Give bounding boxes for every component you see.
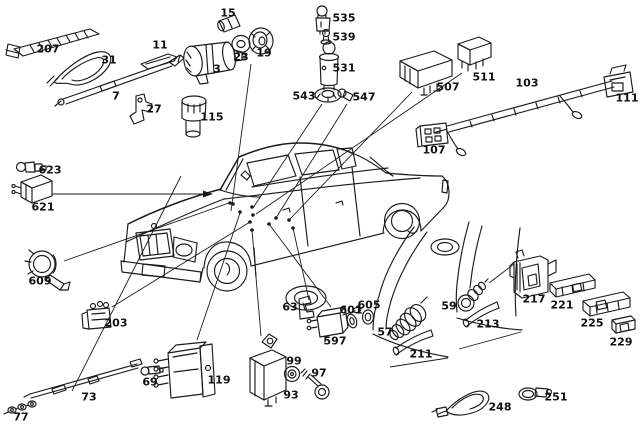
part-label-531: 531 (332, 61, 356, 75)
part-label-507: 507 (436, 80, 460, 94)
part-203-drawing (81, 300, 112, 330)
part-601-drawing (346, 313, 358, 329)
part-23-drawing (231, 34, 251, 54)
part-label-57: 57 (377, 325, 393, 339)
part-label-7: 7 (112, 89, 120, 103)
part-213-drawing (462, 301, 500, 328)
part-label-3: 3 (213, 62, 221, 76)
part-label-539: 539 (332, 30, 356, 44)
part-99-drawing (283, 365, 301, 383)
part-221-drawing (549, 273, 596, 298)
part-label-103: 103 (515, 76, 539, 90)
part-label-609: 609 (28, 274, 52, 288)
part-609-drawing (24, 249, 71, 291)
part-label-63: 63 (282, 300, 298, 314)
car-drawing (120, 142, 460, 311)
part-11-drawing (140, 53, 178, 70)
part-label-69: 69 (142, 375, 158, 389)
part-57-drawing (389, 296, 428, 341)
part-543-drawing (314, 87, 342, 103)
part-label-213: 213 (476, 317, 500, 331)
part-label-111: 111 (615, 91, 639, 105)
pillar-sketch-left (372, 226, 449, 358)
part-label-59: 59 (441, 299, 457, 313)
part-label-511: 511 (472, 70, 496, 84)
part-label-31: 31 (101, 53, 117, 67)
part-107-connector-drawing (415, 122, 449, 148)
part-531-drawing (318, 41, 340, 91)
part-label-543: 543 (292, 89, 316, 103)
part-119-drawing (153, 341, 216, 399)
part-63-drawing (298, 295, 315, 320)
part-217-drawing (509, 249, 557, 299)
part-label-97: 97 (311, 366, 327, 380)
part-label-11: 11 (152, 38, 168, 52)
part-59-drawing (457, 278, 489, 312)
part-207-drawing (5, 28, 100, 59)
part-621-drawing (11, 174, 53, 204)
part-label-535: 535 (332, 11, 356, 25)
part-label-623: 623 (38, 163, 62, 177)
part-label-547: 547 (352, 90, 376, 104)
part-label-221: 221 (550, 298, 574, 312)
part-93-drawing (249, 333, 287, 407)
part-211-drawing (392, 329, 434, 356)
part-label-229: 229 (609, 335, 633, 349)
part-251-drawing (518, 387, 553, 401)
part-label-119: 119 (207, 373, 231, 387)
part-77-drawing (3, 400, 37, 415)
part-507-drawing (399, 50, 453, 96)
part-19-drawing (248, 27, 274, 55)
part-label-99: 99 (286, 354, 302, 368)
part-label-251: 251 (544, 390, 568, 404)
leader-lines (52, 63, 522, 392)
part-label-211: 211 (409, 347, 433, 361)
callout-dots (228, 201, 295, 232)
part-27-drawing (129, 93, 153, 125)
part-511-drawing (457, 36, 492, 72)
part-547-drawing (337, 88, 354, 102)
part-label-597: 597 (323, 334, 347, 348)
part-97-drawing (300, 368, 330, 400)
part-label-601: 601 (339, 303, 363, 317)
part-229-drawing (611, 315, 636, 334)
part-15-drawing (217, 14, 241, 33)
part-label-605: 605 (357, 298, 381, 312)
part-label-115: 115 (200, 110, 224, 124)
part-225-drawing (582, 291, 631, 317)
pillar-sketch-right (455, 221, 523, 331)
part-label-207: 207 (36, 42, 60, 56)
part-label-19: 19 (256, 46, 272, 60)
part-115-drawing (181, 95, 207, 138)
part-3-drawing (183, 41, 247, 85)
part-label-73: 73 (81, 390, 97, 404)
part-111-connector-drawing (603, 64, 634, 98)
part-597-drawing (306, 306, 362, 343)
part-label-77: 77 (13, 410, 29, 424)
part-label-107: 107 (422, 143, 446, 157)
part-label-217: 217 (522, 292, 546, 306)
part-label-203: 203 (104, 316, 128, 330)
part-label-27: 27 (146, 102, 162, 116)
part-label-248: 248 (488, 400, 512, 414)
part-73-drawing (23, 358, 143, 399)
part-label-15: 15 (220, 6, 236, 20)
part-label-621: 621 (31, 200, 55, 214)
part-623-drawing (15, 161, 47, 173)
part-7-drawing (54, 54, 185, 107)
part-103-harness-drawing (433, 80, 615, 157)
part-label-23: 23 (233, 50, 249, 64)
part-label-225: 225 (580, 316, 604, 330)
part-31-drawing (46, 51, 112, 87)
part-label-93: 93 (283, 388, 299, 402)
part-248-drawing (431, 390, 490, 418)
